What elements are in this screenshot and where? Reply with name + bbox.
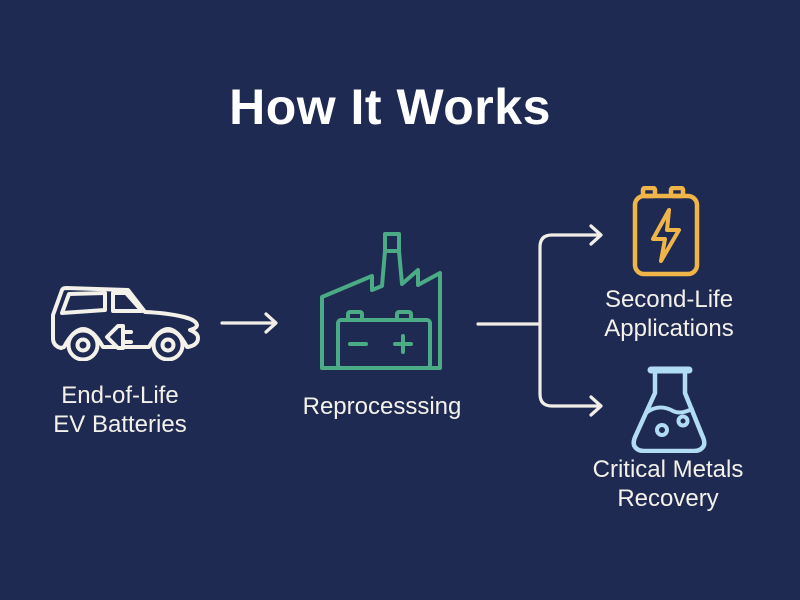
output-metals-line1: Critical Metals: [592, 456, 744, 483]
input-label: End-of-Life EV Batteries: [10, 381, 230, 439]
output-secondlife-label: Second-Life Applications: [559, 285, 779, 343]
process-label-line1: Reprocesssing: [302, 393, 462, 420]
input-label-line1: End-of-Life: [61, 382, 179, 409]
process-label: Reprocesssing: [272, 392, 492, 421]
page-title: How It Works: [229, 79, 551, 135]
battery-bolt-icon: [632, 186, 700, 277]
electric-car-icon: [51, 286, 200, 361]
output-metals-label: Critical Metals Recovery: [558, 455, 778, 513]
output-secondlife-line2: Applications: [604, 315, 734, 342]
split-branch-connector: [476, 224, 603, 417]
arrow-right-icon: [220, 312, 278, 334]
input-label-line2: EV Batteries: [53, 411, 187, 438]
recycling-factory-icon: [320, 232, 442, 370]
output-metals-line2: Recovery: [617, 485, 719, 512]
output-secondlife-line1: Second-Life: [604, 286, 734, 313]
chemistry-flask-icon: [631, 366, 707, 453]
